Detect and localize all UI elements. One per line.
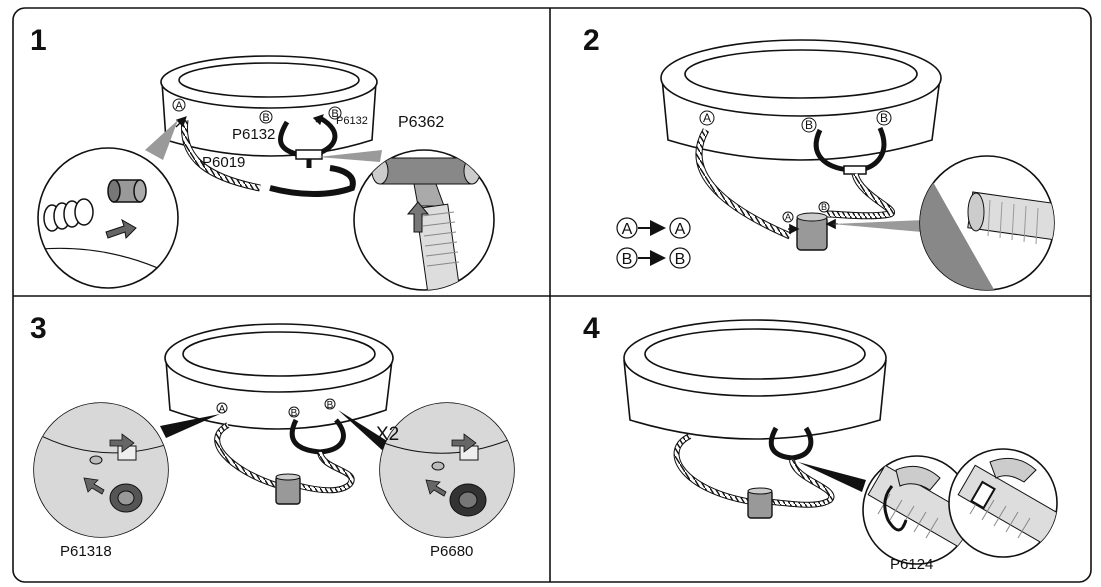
pump-4 (747, 487, 773, 519)
marker-3-b2: B (327, 400, 334, 411)
magnifier-callout-icon (862, 455, 972, 565)
part-label-p6124: P6124 (890, 556, 934, 573)
part-label-p6362: P6362 (398, 114, 445, 131)
part-label-p6680: P6680 (430, 543, 474, 560)
magnifier-callout-icon (33, 402, 169, 538)
marker-3-b1: B (291, 408, 298, 419)
marker-2-b1: B (805, 118, 813, 132)
panel-2: A B B A B A A B B (616, 39, 1055, 291)
marker-1-b1: B (262, 112, 269, 124)
legend-2: A A B B (616, 217, 691, 269)
callout-wedge-2 (832, 220, 924, 232)
panel-3: A B B (33, 323, 515, 538)
tee-connector-1 (295, 149, 323, 160)
legend-from-a: A (622, 221, 633, 238)
part-label-p61318: P61318 (60, 543, 112, 560)
arrow-icon (105, 218, 137, 240)
callout-wedge-3a (160, 414, 220, 438)
hose-4d (771, 459, 835, 508)
marker-1-b2: B (331, 108, 338, 120)
hose-1b (269, 165, 356, 197)
arrow-icon (83, 477, 105, 495)
hose-4b (768, 426, 793, 461)
step-number-4: 4 (583, 312, 600, 345)
magnifier-callout-icon (379, 402, 515, 538)
magnifier-callout-icon (353, 149, 495, 291)
part-label-p6019: P6019 (202, 154, 246, 171)
panel-4 (623, 319, 1058, 565)
marker-2-a: A (703, 111, 711, 125)
magnifier-callout-icon (37, 147, 179, 289)
part-label-p6132-left: P6132 (232, 126, 276, 143)
panel-1: A B B (37, 55, 495, 291)
callout-wedge-1a (145, 120, 178, 160)
pump-3 (275, 473, 301, 505)
pump-2 (796, 212, 828, 251)
arrow-icon (451, 433, 477, 453)
arrow-icon (425, 479, 447, 497)
marker-3-a: A (219, 404, 226, 415)
callout-wedge-3b (338, 410, 392, 450)
pool-3 (164, 323, 394, 430)
multiplier-x2: X2 (376, 424, 400, 445)
magnifier-callout-icon (919, 155, 1055, 291)
legend-to-a: A (675, 221, 686, 238)
hose-4c (791, 426, 814, 461)
marker-1-a: A (175, 100, 183, 112)
pool-4 (623, 319, 887, 440)
hose-3c (319, 418, 346, 455)
legend-to-b: B (675, 251, 686, 268)
tee-connector-2 (843, 165, 867, 175)
legend-from-b: B (622, 251, 633, 268)
step-number-2: 2 (583, 24, 600, 57)
hose-3b (289, 418, 321, 455)
callout-wedge-1b (318, 150, 382, 162)
marker-2-pump-b: B (821, 202, 827, 212)
panel-grid (12, 7, 1092, 583)
step-number-1: 1 (30, 24, 47, 57)
marker-2-pump-a: A (785, 212, 791, 222)
callout-wedge-4 (798, 462, 866, 492)
arrow-icon (406, 201, 430, 233)
arrow-icon (109, 433, 135, 453)
hose-1c (278, 120, 301, 158)
pool-2 (660, 39, 942, 161)
step-number-3: 3 (30, 312, 47, 345)
part-label-p6132-right: P6132 (336, 115, 368, 127)
marker-2-b2: B (880, 111, 888, 125)
magnifier-callout-icon (948, 448, 1058, 558)
